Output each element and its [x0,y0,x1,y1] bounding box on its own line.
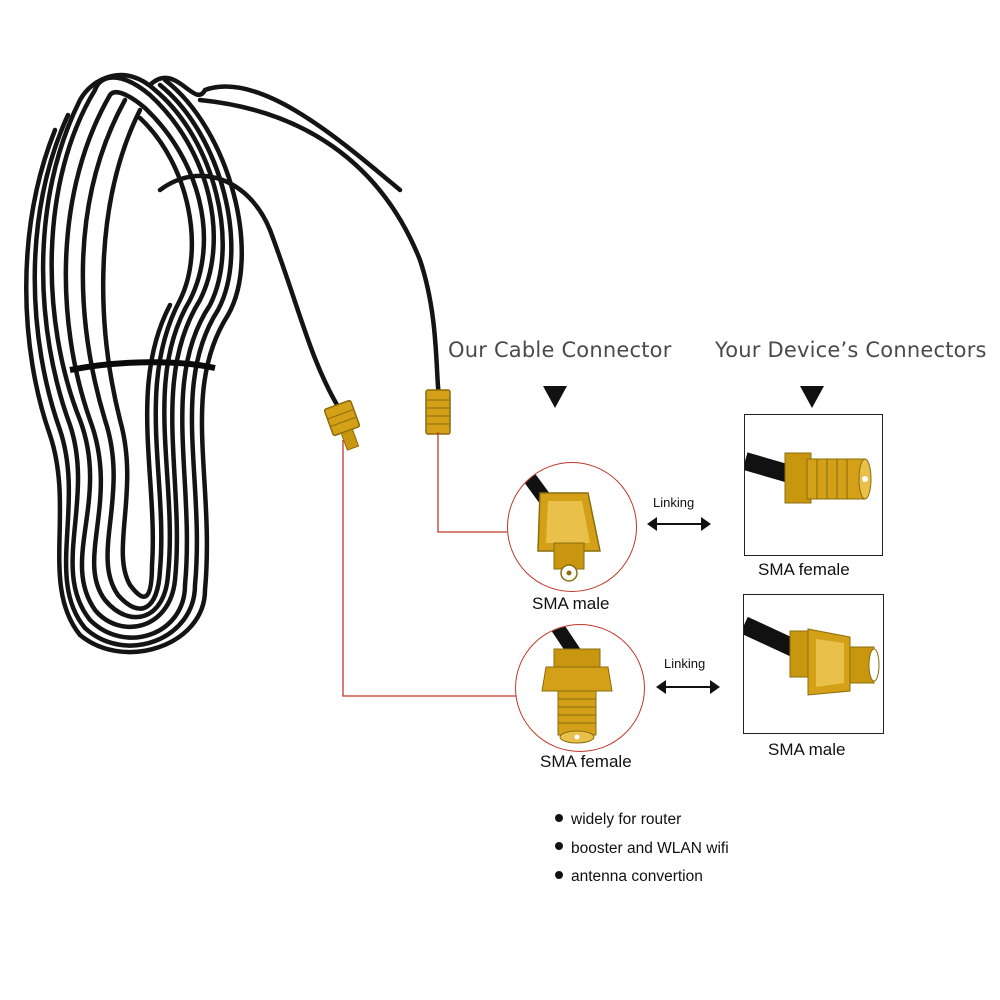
label-sma-male-cable: SMA male [532,594,610,613]
down-arrow-icon [543,386,567,408]
double-arrow-icon [656,680,720,694]
heading-our-cable-connector: Our Cable Connector [448,338,672,362]
label-sma-female-device: SMA female [758,560,850,579]
linking-label-bottom: Linking [664,656,706,671]
coiled-cable-image [0,0,480,660]
label-sma-female-cable: SMA female [540,752,632,771]
list-item: antenna convertion [555,863,729,892]
down-arrow-icon [800,386,824,408]
device-sma-male-photo [743,594,884,734]
sma-female-connector-photo [515,624,645,752]
feature-list: widely for router booster and WLAN wifi … [555,806,729,892]
sma-male-connector-photo [507,462,637,592]
linking-label-top: Linking [653,495,695,510]
device-sma-female-photo [744,414,883,556]
label-sma-male-device: SMA male [768,740,846,759]
bullet-icon [555,870,563,879]
list-item: widely for router [555,806,729,835]
bullet-icon [555,813,563,822]
list-item: booster and WLAN wifi [555,835,729,864]
heading-your-device-connectors: Your Device’s Connectors [715,338,987,362]
bullet-icon [555,842,563,851]
double-arrow-icon [647,517,711,531]
